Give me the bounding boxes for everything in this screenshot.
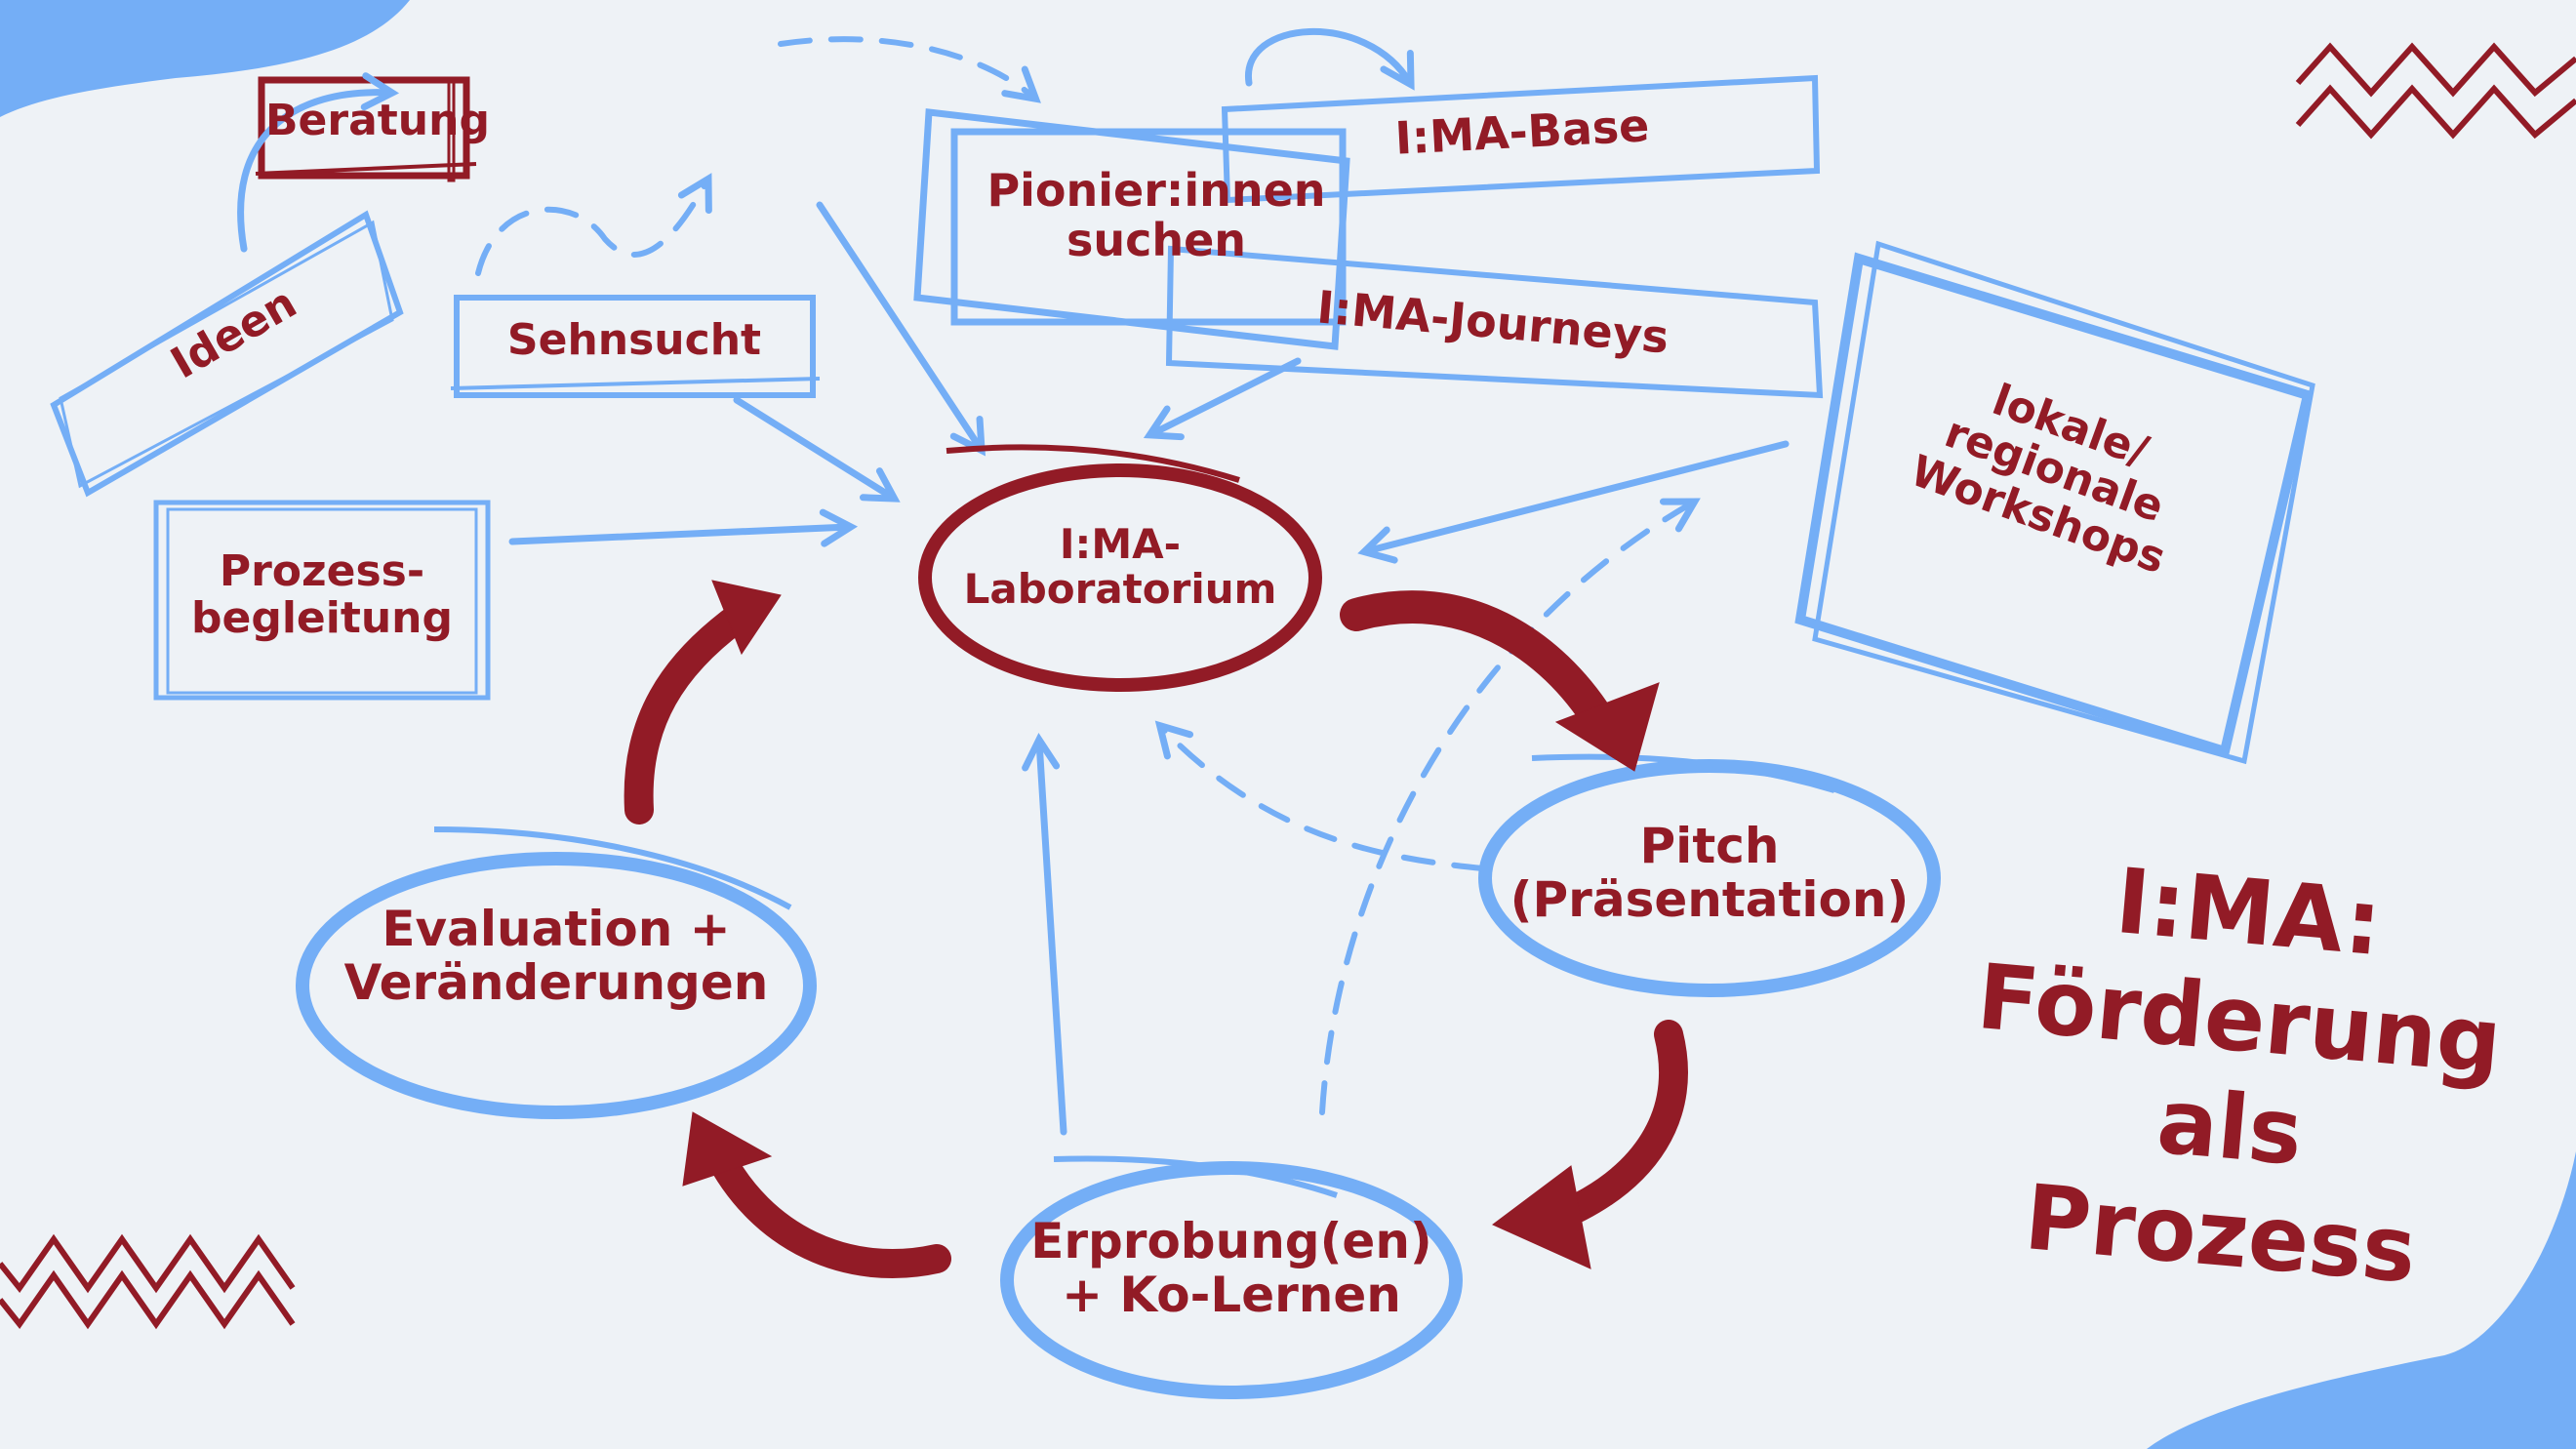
zigzag-bottom-left — [0, 1233, 296, 1330]
ellipse-evaluation — [296, 826, 817, 1119]
label-pionier: Pionier:innen suchen — [986, 164, 1326, 266]
blob-bottom-right — [2147, 1151, 2576, 1449]
box-ideen — [50, 210, 404, 498]
blue-arrows — [237, 27, 1790, 1136]
ellipse-pitch — [1478, 753, 1941, 997]
dashed-arrows — [475, 36, 1701, 1115]
box-pionier — [913, 108, 1350, 350]
zigzag-top-right — [2295, 42, 2576, 140]
label-erprobung: Erprobung(en) + Ko-Lernen — [1030, 1213, 1432, 1323]
box-prozessbegleitung — [153, 500, 491, 701]
label-prozessbegleitung: Prozess- begleitung — [190, 546, 454, 644]
box-journeys — [1165, 245, 1824, 399]
box-sehnsucht — [450, 295, 821, 398]
label-sehnsucht: Sehnsucht — [506, 315, 762, 365]
ellipse-laboratorium — [918, 444, 1322, 692]
page-title: I:MA: Förderung als Prozess — [1944, 835, 2525, 1312]
box-base — [1221, 74, 1821, 204]
box-workshops — [1794, 240, 2315, 765]
label-pitch: Pitch (Präsentation) — [1509, 818, 1910, 928]
blob-top-left — [0, 0, 410, 117]
label-evaluation: Evaluation + Veränderungen — [343, 901, 769, 1011]
label-beratung: Beratung — [265, 96, 490, 145]
label-laboratorium: I:MA- Laboratorium — [963, 520, 1277, 614]
ellipse-erprobung — [1000, 1155, 1463, 1399]
red-cycle-arrows — [624, 580, 1688, 1279]
